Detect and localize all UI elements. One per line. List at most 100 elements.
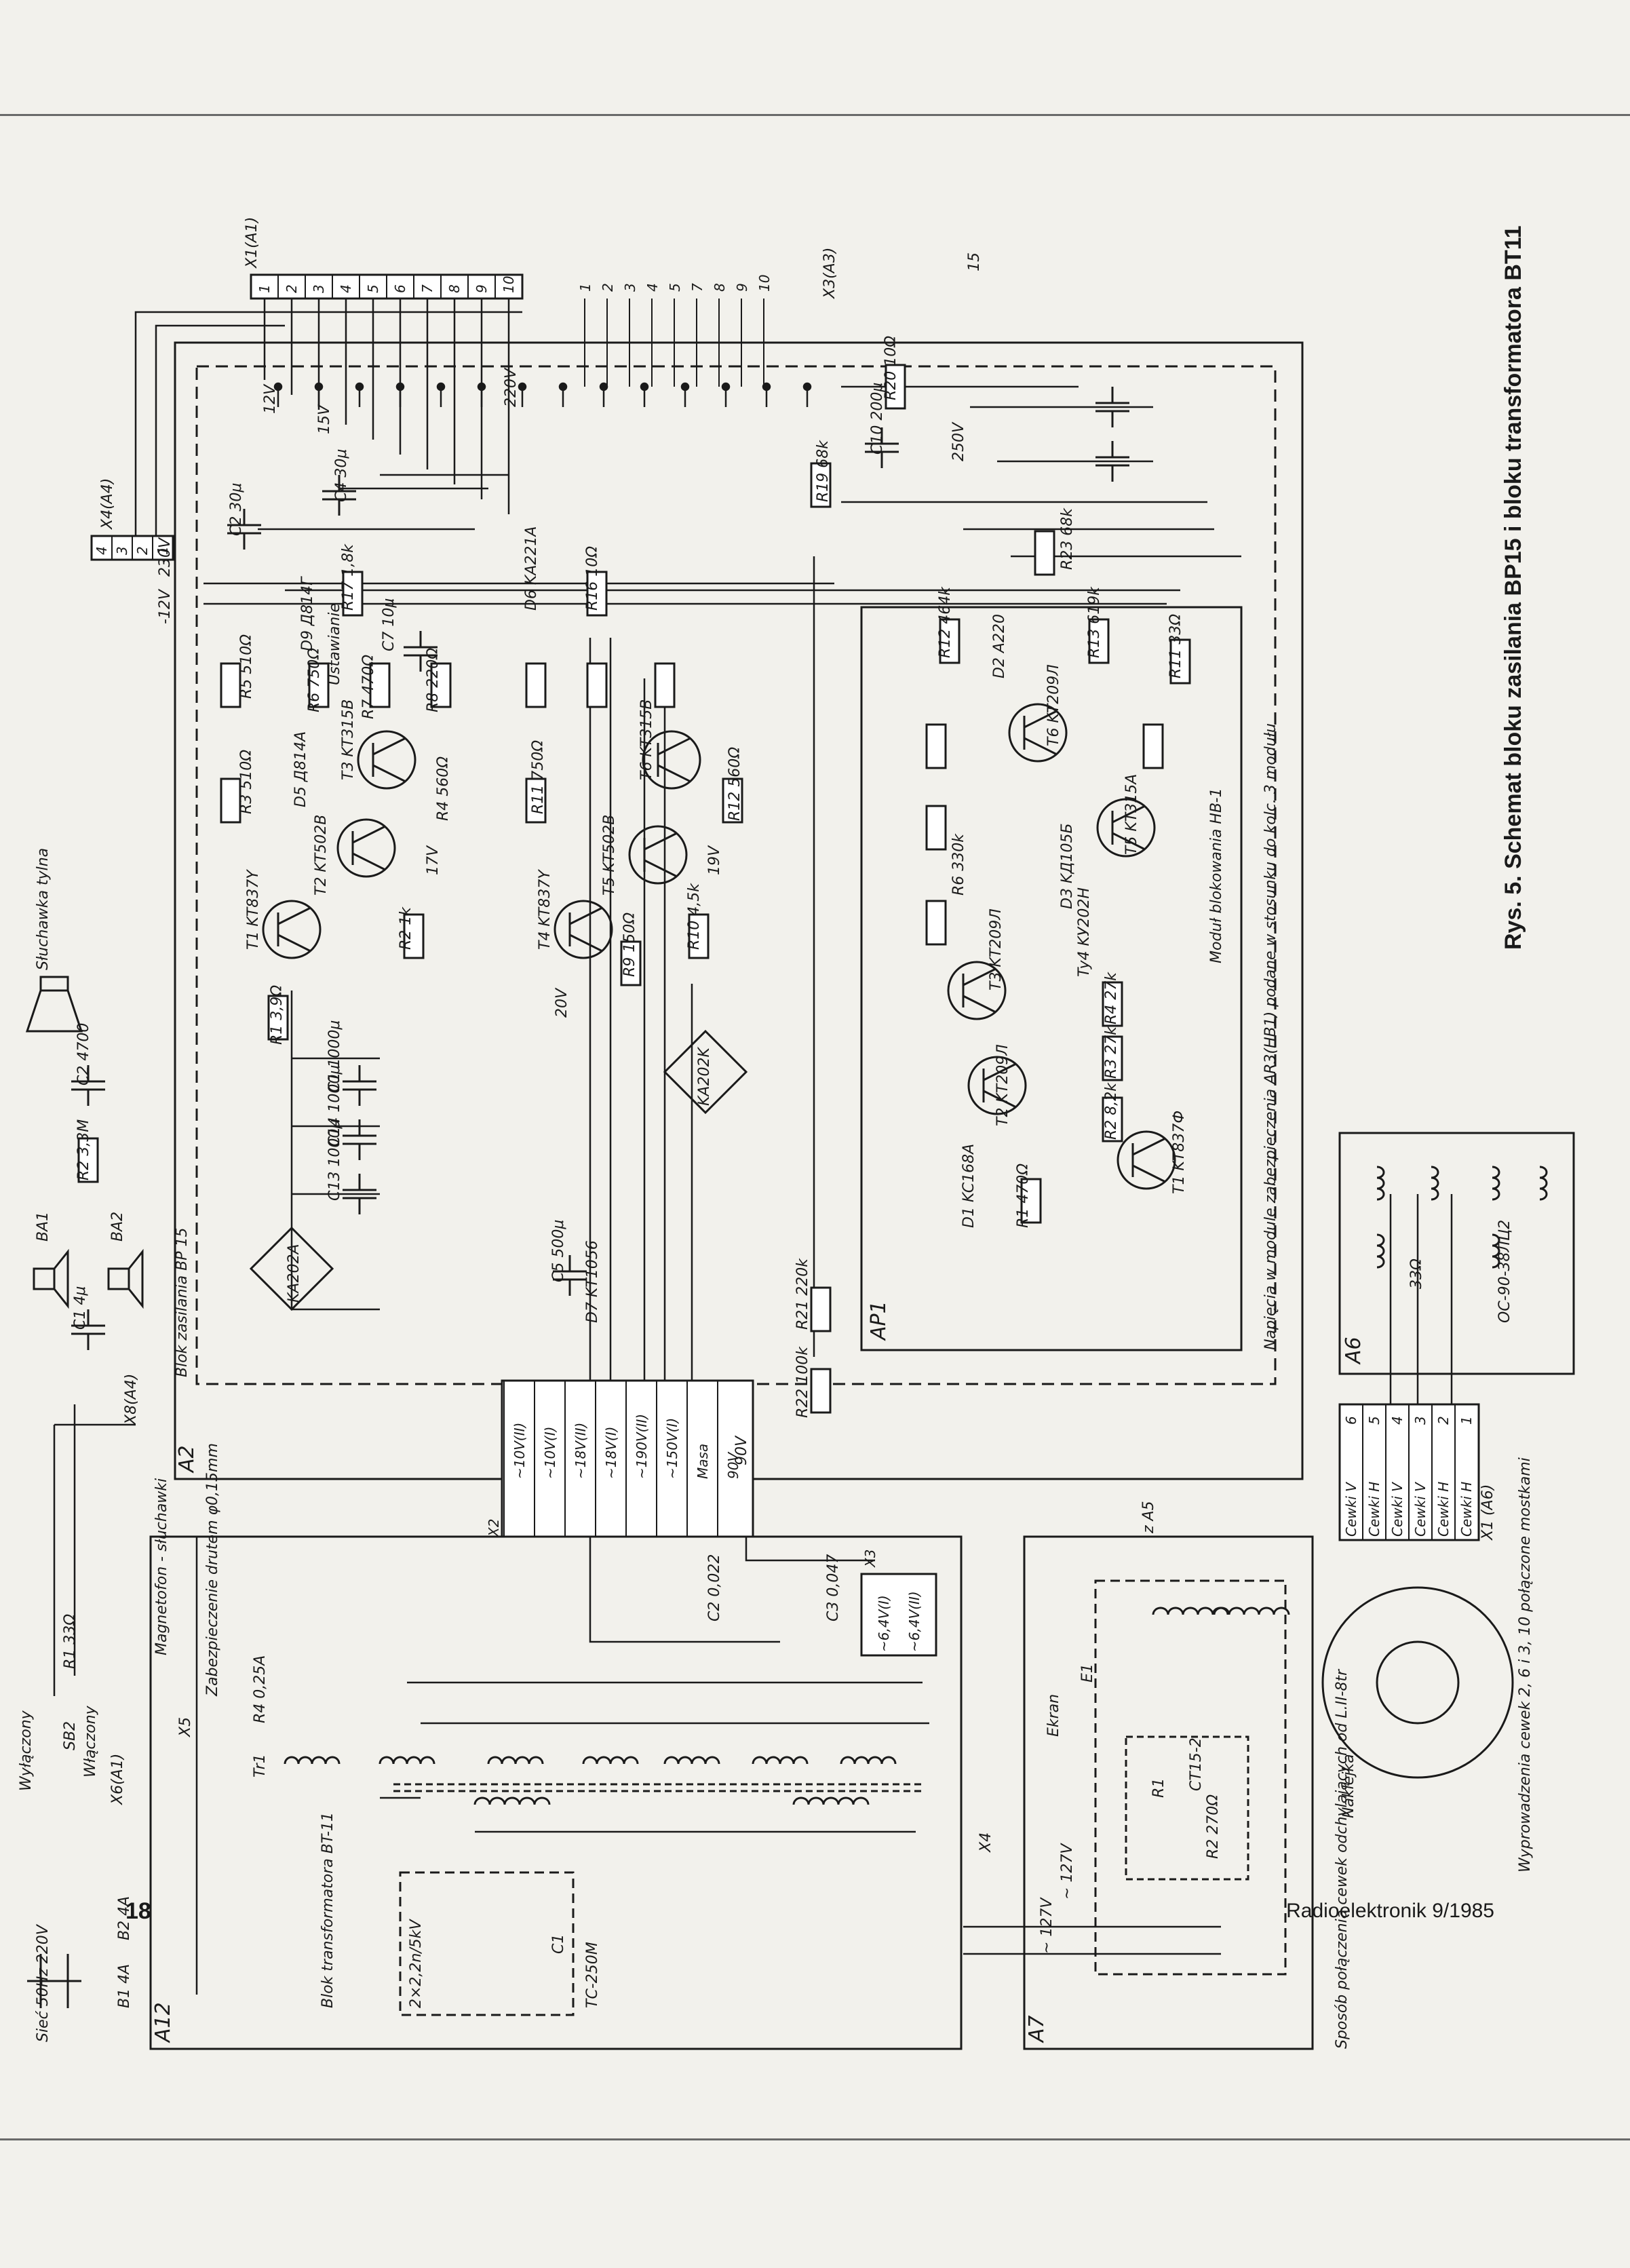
label-c1: C1 1000μ: [326, 1020, 343, 1092]
x2-pin-label: ~190V(II): [634, 1414, 650, 1479]
resistor-symbol: [1020, 1178, 1042, 1224]
bottom-rule: [0, 2138, 1630, 2140]
speaker-ba2-icon: [107, 1248, 144, 1309]
label-t3: T3 KT315B: [340, 699, 357, 780]
junction-dot: [599, 382, 608, 391]
label-ht-r6: R6 330k: [950, 833, 967, 896]
label-r1-33: R1 33Ω: [62, 1614, 79, 1669]
wire: [745, 1537, 875, 1562]
label-ht-ty4: Ty4 KУ202H: [1076, 887, 1093, 977]
transistor-leads: [962, 967, 996, 1014]
resistor-symbol: [1034, 530, 1055, 576]
deflection-coil: [1376, 1233, 1385, 1269]
x4a4-pin-label: 1: [155, 546, 171, 555]
block-a7-frame: [1023, 1535, 1314, 2050]
resistor-symbol: [722, 777, 743, 824]
label-r9: R9 150Ω: [621, 912, 638, 977]
transformer-winding: [1213, 1607, 1290, 1615]
x1-pin-label: 1: [256, 284, 273, 293]
module-hb1-frame: [860, 606, 1243, 1351]
resistor-symbol: [220, 662, 241, 708]
label-17v: 17V: [425, 845, 442, 875]
label-x4: X4: [977, 1832, 994, 1853]
label-r16: R16 10Ω: [584, 546, 601, 611]
x2-pin-label: ~10V(II): [511, 1423, 528, 1479]
label-127v-a: ~ 127V: [1039, 1897, 1055, 1954]
transistor-symbol: [336, 818, 396, 878]
resistor-symbol: [1102, 1035, 1123, 1081]
transformer-winding: [582, 1756, 639, 1765]
label-ht-r1: R1 470Ω: [1015, 1164, 1032, 1228]
x1a6-coil-label: Cewki H: [1435, 1482, 1452, 1537]
resistor-symbol: [925, 900, 947, 946]
deflection-coil: [1376, 1166, 1385, 1201]
wire-number-label: 2: [600, 283, 616, 292]
transistor-leads: [1111, 805, 1146, 851]
label-r17: R17 1,8k: [340, 543, 357, 611]
resistor-symbol: [369, 662, 391, 708]
resistor-symbol: [342, 571, 364, 617]
label-19v: 19V: [706, 845, 723, 875]
transformer-winding: [792, 1796, 870, 1805]
x1-pin-label: 9: [473, 284, 490, 293]
x2-pin-label: Masa: [695, 1444, 711, 1479]
x1a6-pin-number: 1: [1458, 1416, 1475, 1425]
transformer-winding: [473, 1796, 551, 1805]
label-ba2: BA2: [109, 1212, 126, 1242]
junction-dot: [477, 382, 486, 391]
label-ap1: AP1: [867, 1301, 891, 1341]
label-ht-r3: R3 27k: [1103, 1026, 1120, 1079]
label-t4: T4 KT837Y: [537, 869, 554, 950]
x4a4-pin-label: 4: [94, 546, 110, 555]
x1-pin-label: 4: [338, 284, 354, 293]
wire-number-label: 9: [734, 283, 750, 292]
x1-pin-label: 5: [365, 284, 381, 293]
label-a7-st: CT15-2: [1188, 1737, 1205, 1791]
resistor-symbol: [810, 1286, 832, 1332]
x1a6-coil-label: Cewki V: [1389, 1482, 1405, 1537]
label-r2: R2 1k: [397, 906, 414, 950]
junction-dot: [436, 382, 446, 391]
label-a7-r2: R2 270Ω: [1205, 1794, 1222, 1859]
junction-dot: [273, 382, 283, 391]
magazine-issue: Radioelektronik 9/1985: [1286, 1900, 1494, 1922]
label-d5: D5 Д814A: [292, 731, 309, 807]
label-r4: R4 560Ω: [435, 756, 452, 821]
transformer-winding: [284, 1756, 341, 1765]
block-bp15-frame: [195, 365, 1277, 1385]
label-bt-b2: B2 4A: [116, 1896, 133, 1940]
resistor-symbol: [586, 662, 608, 708]
label-c14u: C1 4μ: [72, 1286, 89, 1330]
label-magn: Magnetofon - słuchawki: [153, 1478, 170, 1655]
x1a6-pin-number: 5: [1366, 1416, 1382, 1425]
label-ustawianie: Ustawianie: [326, 603, 343, 685]
label-a6: A6: [1342, 1337, 1365, 1365]
capacitor-symbol: [1095, 387, 1129, 427]
capacitor-symbol: [343, 1174, 376, 1214]
transistor-symbol: [947, 961, 1007, 1020]
label-x1a6: X1 (A6): [1479, 1484, 1496, 1541]
label-bt-c2: C2 0,022: [706, 1554, 723, 1621]
resistor-symbol: [1102, 981, 1123, 1027]
transistor-leads: [643, 832, 678, 878]
x4a4-pin-label: 3: [114, 546, 130, 555]
label-note: Napięcia w module zabezpieczenia AR3(HB1…: [1262, 723, 1279, 1350]
resistor-symbol: [586, 571, 608, 617]
label-x6: X6(A1): [109, 1754, 126, 1805]
bridge-rectifier-d1-d4: [249, 1226, 334, 1311]
transistor-leads: [657, 737, 691, 783]
junction-dot: [640, 382, 649, 391]
resistor-symbol: [525, 777, 547, 824]
wire-number-label: 4: [644, 283, 661, 292]
capacitor-symbol: [343, 1065, 376, 1106]
resistor-symbol: [1088, 618, 1110, 664]
resistor-symbol: [885, 364, 906, 410]
transistor-symbol: [1096, 798, 1156, 858]
label-220v: 220V: [503, 367, 520, 407]
transformer-winding: [663, 1756, 720, 1765]
transformer-winding: [752, 1756, 809, 1765]
label-bp15: Blok zasilania BP 15: [174, 1228, 191, 1377]
label-c5: C5 500μ: [550, 1220, 567, 1282]
transformer-winding: [840, 1756, 897, 1765]
label-ht-t6: T6 KT209Л: [1045, 664, 1062, 746]
